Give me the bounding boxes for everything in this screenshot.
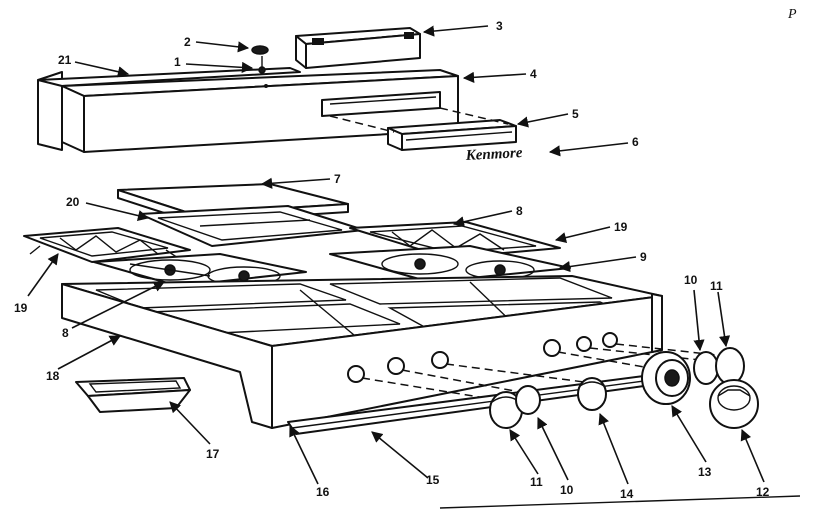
leader-lines — [27, 25, 765, 485]
cooktop-body — [61, 275, 663, 429]
knob-part-11-right — [715, 347, 745, 385]
callout-5: 5 — [572, 107, 579, 121]
top-trim-part-3 — [295, 27, 421, 69]
callout-10-top: 10 — [684, 273, 698, 287]
callout-labels: 1 2 3 4 5 6 7 8 8 9 10 10 11 11 12 13 14… — [14, 19, 770, 501]
callout-7: 7 — [334, 172, 341, 186]
knob-skirt-part-10-left — [515, 385, 541, 415]
nameplate-part-6: Kenmore — [464, 145, 523, 164]
callout-3: 3 — [496, 19, 503, 33]
callout-4: 4 — [530, 67, 537, 81]
callout-9: 9 — [640, 250, 647, 264]
callout-12: 12 — [756, 485, 770, 499]
left-grate-part-19 — [23, 227, 191, 263]
drip-pan-part-17 — [75, 377, 191, 413]
callout-15: 15 — [426, 473, 440, 487]
callout-8-left: 8 — [62, 326, 69, 340]
left-burner-part-8 — [93, 253, 307, 287]
callout-16: 16 — [316, 485, 330, 499]
callout-11-top: 11 — [710, 279, 723, 293]
knob-ring-part-13 — [641, 351, 691, 405]
knob-part-14 — [577, 377, 607, 411]
knob-part-12 — [709, 379, 759, 429]
callout-21: 21 — [58, 53, 72, 67]
callout-11-bottom: 11 — [530, 475, 543, 489]
callout-17: 17 — [206, 447, 220, 461]
callout-19-left: 19 — [14, 301, 28, 315]
callout-13: 13 — [698, 465, 712, 479]
callout-8-right: 8 — [516, 204, 523, 218]
callout-14: 14 — [620, 487, 634, 501]
right-grate-part-19 — [349, 221, 561, 259]
callout-6: 6 — [632, 135, 639, 149]
frame-line — [439, 495, 801, 509]
corner-mark: P — [787, 7, 797, 22]
callout-2: 2 — [184, 35, 191, 49]
callout-18: 18 — [46, 369, 60, 383]
callout-20: 20 — [66, 195, 80, 209]
back-panel-assembly — [37, 56, 459, 153]
callout-1: 1 — [174, 55, 181, 69]
callout-10-bottom: 10 — [560, 483, 574, 497]
knob-part-11-left — [489, 391, 523, 429]
panel-part-5 — [387, 119, 517, 151]
knob-skirt-part-10-right — [693, 351, 719, 385]
nut-part-2 — [251, 45, 269, 55]
callout-19-right: 19 — [614, 220, 628, 234]
